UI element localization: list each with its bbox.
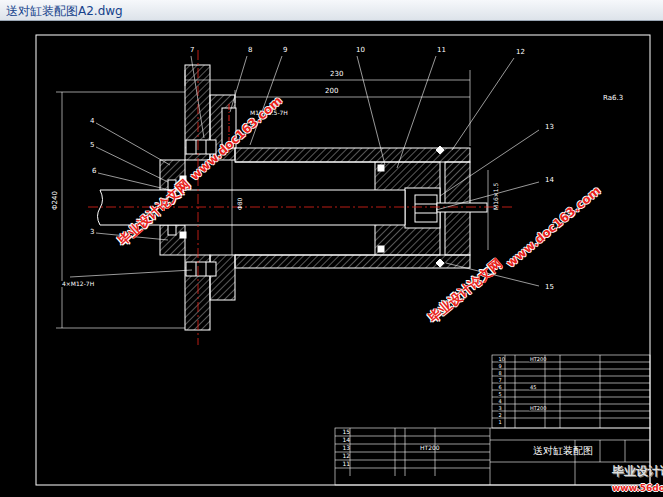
callout-number: 15 <box>544 284 546 291</box>
table-cell: 6 <box>498 384 500 389</box>
callout-number: 3 <box>89 229 91 236</box>
watermark: 毕业设计论文网 <box>116 238 125 248</box>
table-cell: 5 <box>498 391 500 396</box>
callout-number: 5 <box>89 142 91 149</box>
window-title-bar: 送对缸装配图A2.dwg <box>0 0 663 21</box>
table-cell: 14 <box>342 437 344 443</box>
table-cell: 1 <box>498 419 500 424</box>
table-cell: HT200 <box>529 405 531 410</box>
table-cell: 45 <box>529 384 531 389</box>
callout-number: 9 <box>282 47 284 54</box>
table-cell: 9 <box>498 363 500 368</box>
window-title: 送对缸装配图A2.dwg <box>6 3 663 20</box>
table-cell: 7 <box>498 377 500 382</box>
table-cell: 11 <box>342 461 344 467</box>
table-cell: 10 <box>498 356 500 361</box>
callout-number: 13 <box>544 124 546 131</box>
callout-number: 10 <box>355 47 357 54</box>
watermark: www.doc163.com <box>504 260 512 269</box>
thread-note: 4×M12-7H <box>61 281 63 287</box>
table-cell: 4 <box>498 398 500 403</box>
table-cell: 12 <box>342 453 344 459</box>
table-cell: HT200 <box>419 445 421 451</box>
callout-number: 14 <box>544 177 546 184</box>
dimension: 200 <box>324 88 326 95</box>
dimension: Φ240 <box>52 209 59 211</box>
table-cell: HT200 <box>529 356 531 361</box>
callout-number: 11 <box>436 47 438 54</box>
table-cell: 2 <box>498 412 500 417</box>
callout-number: 7 <box>189 47 191 54</box>
drawing-title: 送对缸装配图 <box>532 446 534 456</box>
dimension: 230 <box>329 71 331 78</box>
table-cell: 13 <box>342 445 344 451</box>
table-cell: 8 <box>498 370 500 375</box>
table-cell: 3 <box>498 405 500 410</box>
watermark: www.doc163.com <box>188 174 196 183</box>
thread-note: M12×1.5-7H <box>249 110 251 116</box>
callout-number: 4 <box>89 118 91 125</box>
callout-number: 12 <box>515 49 517 56</box>
dimension: Φ80 <box>237 209 243 211</box>
thread-note: M16×1.5 <box>493 209 499 211</box>
callout-number: 6 <box>91 168 93 175</box>
roughness-note: Ra6.3 <box>602 95 604 102</box>
table-cell: 15 <box>342 429 344 435</box>
watermark: 毕业设计论文网 <box>426 315 434 325</box>
callout-number: 8 <box>247 47 249 54</box>
